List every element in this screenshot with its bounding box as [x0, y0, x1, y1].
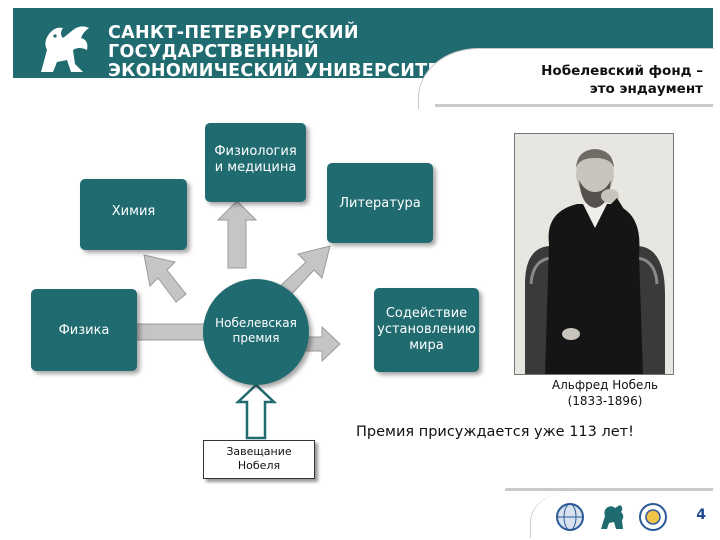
footer-divider: [505, 488, 713, 491]
university-name-line-2: ГОСУДАРСТВЕННЫЙ: [108, 43, 452, 62]
node-peace-line-2: установлению: [374, 322, 479, 338]
node-chemistry: Химия: [80, 179, 187, 250]
slide-title-line-2: это эндаумент: [541, 80, 703, 98]
title-divider: [435, 104, 713, 107]
partner-seal-logo-icon: [638, 502, 668, 532]
griffin-logo-icon: [33, 20, 95, 78]
node-nobel-prize: Нобелевская премия: [203, 279, 309, 385]
node-literature-label: Литература: [327, 163, 433, 212]
nobel-prize-line-1: Нобелевская: [203, 316, 309, 331]
portrait-photo: [514, 133, 674, 375]
slide-title-line-1: Нобелевский фонд –: [541, 62, 703, 80]
arrow-to-physiology-icon: [218, 201, 256, 268]
node-peace-line-3: мира: [374, 338, 479, 354]
arrow-to-physics-icon: [135, 324, 207, 340]
node-physics: Физика: [31, 289, 137, 371]
award-statement: Премия присуждается уже 113 лет!: [356, 424, 634, 440]
partner-globe-logo-icon: [555, 502, 585, 532]
portrait-caption: Альфред Нобель (1833-1896): [520, 377, 690, 409]
node-physics-label: Физика: [31, 289, 137, 339]
node-physiology-medicine: Физиология и медицина: [205, 123, 306, 202]
spbgeu-small-logo-icon: [597, 502, 627, 532]
node-chemistry-label: Химия: [80, 179, 187, 220]
university-name-line-1: САНКТ-ПЕТЕРБУРГСКИЙ: [108, 24, 452, 43]
portrait-caption-name: Альфред Нобель: [520, 377, 690, 393]
portrait-caption-years: (1833-1896): [520, 393, 690, 409]
arrow-from-will-icon: [238, 385, 274, 438]
node-physiology-line-1: Физиология: [205, 144, 306, 160]
node-literature: Литература: [327, 163, 433, 243]
portrait-image: [515, 134, 673, 374]
slide-title: Нобелевский фонд – это эндаумент: [541, 62, 703, 98]
university-name: САНКТ-ПЕТЕРБУРГСКИЙ ГОСУДАРСТВЕННЫЙ ЭКОН…: [108, 24, 452, 81]
nobel-prize-line-2: премия: [203, 331, 309, 346]
node-peace-line-1: Содействие: [374, 306, 479, 322]
will-line-2: Нобеля: [204, 459, 314, 473]
page-number: 4: [696, 507, 706, 523]
node-nobel-will: Завещание Нобеля: [203, 440, 315, 479]
university-name-line-3: ЭКОНОМИЧЕСКИЙ УНИВЕРСИТЕТ: [108, 62, 452, 81]
node-peace: Содействие установлению мира: [374, 288, 479, 372]
node-physiology-line-2: и медицина: [205, 160, 306, 176]
arrow-to-chemistry-icon: [144, 255, 186, 302]
will-line-1: Завещание: [204, 445, 314, 459]
